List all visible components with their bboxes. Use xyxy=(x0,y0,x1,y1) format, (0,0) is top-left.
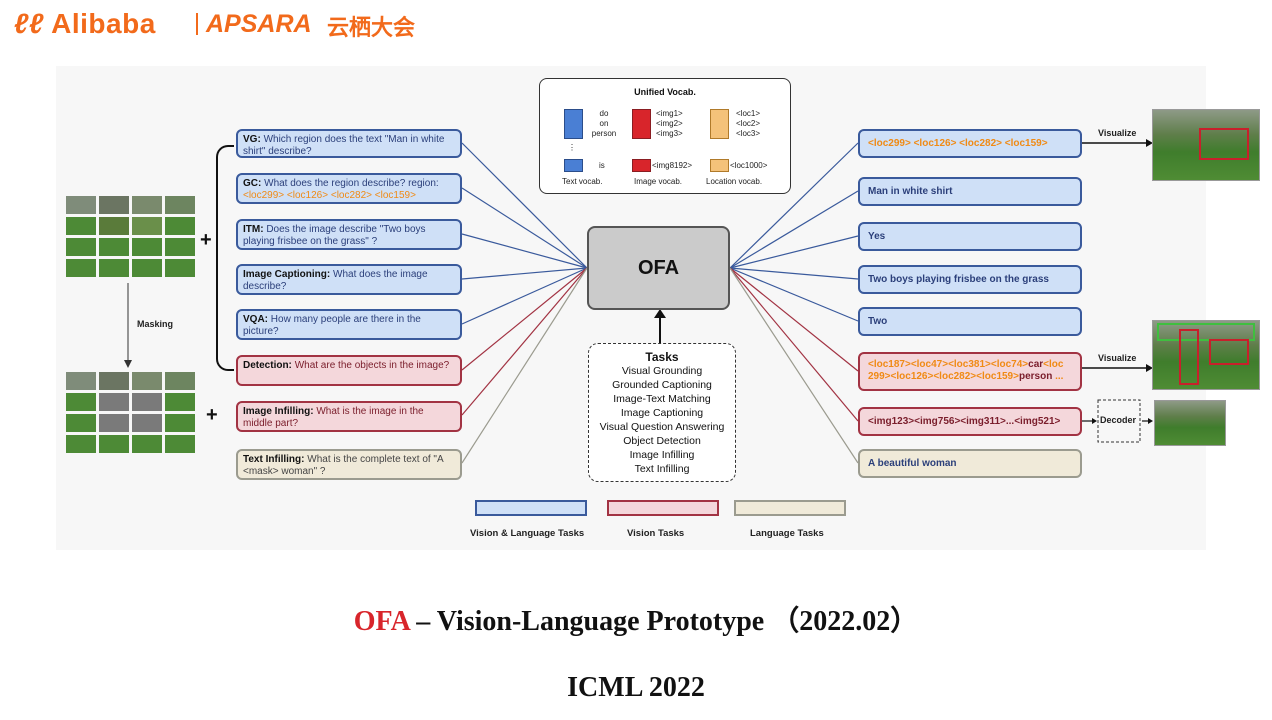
location-vocab-label: Location vocab. xyxy=(706,177,763,186)
person-box xyxy=(1209,339,1249,365)
input-image-grid xyxy=(66,196,195,277)
output-image-infilling: <img123><img756><img311>...<img521> xyxy=(858,407,1082,436)
legend-swatch-vl xyxy=(475,500,587,516)
infilled-image xyxy=(1154,400,1226,446)
location-vocab-last xyxy=(710,159,729,172)
input-text-infilling: Text Infilling: What is the complete tex… xyxy=(236,449,462,480)
output-captioning: Two boys playing frisbee on the grass xyxy=(858,265,1082,294)
text-vocab-ellipsis: ⋮ xyxy=(568,143,576,152)
input-vqa: VQA: How many people are there in the pi… xyxy=(236,309,462,340)
task-item: Visual Question Answering xyxy=(599,421,725,433)
logo-separator xyxy=(196,13,198,35)
task-item: Object Detection xyxy=(623,435,701,447)
bounding-box xyxy=(1199,128,1249,160)
visualize-label-bottom: Visualize xyxy=(1098,353,1137,363)
plus-sign-top: + xyxy=(200,229,212,251)
text-vocab-stack xyxy=(564,109,583,139)
detection-result-image xyxy=(1152,320,1260,390)
image-vocab-tokens: <img1><img2><img3> xyxy=(656,109,683,138)
location-vocab-stack xyxy=(710,109,729,139)
legend-swatch-language xyxy=(734,500,846,516)
person-box xyxy=(1179,329,1199,385)
image-vocab-stack xyxy=(632,109,651,139)
task-item: Image Infilling xyxy=(629,449,695,461)
legend-label-vision: Vision Tasks xyxy=(627,528,685,539)
yunqi-logo: 云栖大会 xyxy=(327,16,416,41)
location-vocab-tokens: <loc1><loc2><loc3> xyxy=(736,109,761,138)
slide-subtitle: ICML 2022 xyxy=(567,672,705,703)
plus-sign-bottom: + xyxy=(206,404,218,426)
alibaba-logo: ℓℓ Alibaba xyxy=(14,8,156,39)
input-itm: ITM: Does the image describe "Two boys p… xyxy=(236,219,462,250)
location-vocab-last-token: <loc1000> xyxy=(730,161,768,170)
tasks-title: Tasks xyxy=(645,350,679,364)
output-itm: Yes xyxy=(858,222,1082,251)
apsara-logo: APSARA xyxy=(206,10,312,38)
vocab-title: Unified Vocab. xyxy=(634,87,696,97)
task-item: Text Infilling xyxy=(634,463,690,475)
input-detection: Detection: What are the objects in the i… xyxy=(236,355,462,386)
slide-title: OFA – Vision-Language Prototype （2022.02… xyxy=(353,606,919,637)
output-vqa: Two xyxy=(858,307,1082,336)
image-vocab-last xyxy=(632,159,651,172)
output-text-infilling: A beautiful woman xyxy=(858,449,1082,478)
bracket xyxy=(216,145,234,371)
decoder-label: Decoder xyxy=(1100,415,1137,425)
image-vocab-label: Image vocab. xyxy=(634,177,683,186)
image-vocab-last-token: <img8192> xyxy=(652,161,693,170)
text-vocab-last-token: is xyxy=(599,161,605,170)
task-item: Image Captioning xyxy=(620,407,704,419)
masked-image-grid xyxy=(66,372,195,453)
input-gc: GC: What does the region describe? regio… xyxy=(236,173,462,204)
task-item: Visual Grounding xyxy=(621,365,703,377)
text-vocab-label: Text vocab. xyxy=(562,177,603,186)
text-vocab-last xyxy=(564,159,583,172)
grounding-result-image xyxy=(1152,109,1260,181)
input-image-infilling: Image Infilling: What is the image in th… xyxy=(236,401,462,432)
legend-swatch-vision xyxy=(607,500,719,516)
tasks-box: Tasks Visual Grounding Grounded Captioni… xyxy=(588,343,736,482)
input-vg: VG: Which region does the text "Man in w… xyxy=(236,129,462,158)
output-gc: Man in white shirt xyxy=(858,177,1082,206)
ofa-model-box: OFA xyxy=(587,226,730,310)
input-image-captioning: Image Captioning: What does the image de… xyxy=(236,264,462,295)
car-boxes xyxy=(1157,323,1255,341)
legend-label-language: Language Tasks xyxy=(750,528,824,539)
task-item: Grounded Captioning xyxy=(612,379,712,391)
task-item: Image-Text Matching xyxy=(613,393,711,405)
masking-label: Masking xyxy=(137,319,174,329)
visualize-label-top: Visualize xyxy=(1098,128,1137,138)
output-vg: <loc299> <loc126> <loc282> <loc159> xyxy=(858,129,1082,158)
legend-label-vl: Vision & Language Tasks xyxy=(470,528,585,539)
